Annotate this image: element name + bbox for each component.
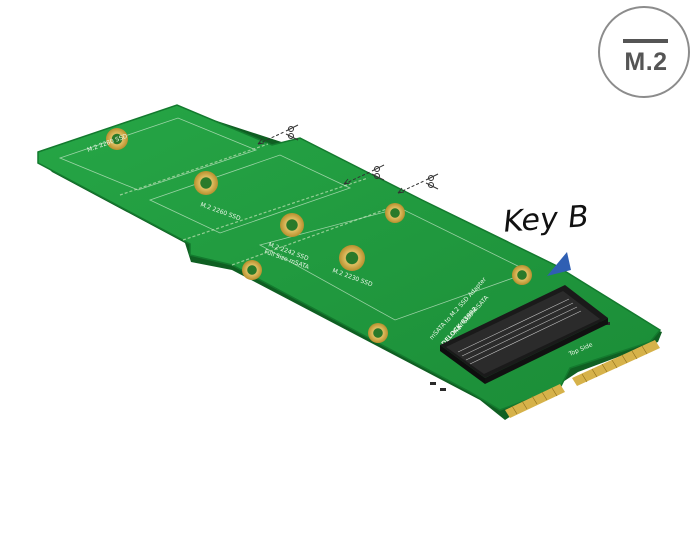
triangle-pointer-icon [547,252,571,276]
hole-r [512,265,532,285]
cut-marks [257,124,439,194]
m2-connector [440,285,608,384]
m2-badge-label: M.2 [624,48,668,76]
scissors-icon [397,173,439,194]
hole-2230 [339,245,365,271]
key-b-label: Key B [501,199,591,240]
hole-2260 [194,171,218,195]
mounting-holes [106,128,532,343]
hole-b [368,323,388,343]
m2-badge-bar [623,39,668,43]
hole-2280 [106,128,128,150]
scissors-icon [257,124,299,145]
scissors-icon [343,164,385,185]
hole-l [242,260,262,280]
hole-tl [385,203,405,223]
gold-fingers [505,340,660,418]
m2-badge: M.2 [598,6,690,98]
hole-2242 [280,213,304,237]
